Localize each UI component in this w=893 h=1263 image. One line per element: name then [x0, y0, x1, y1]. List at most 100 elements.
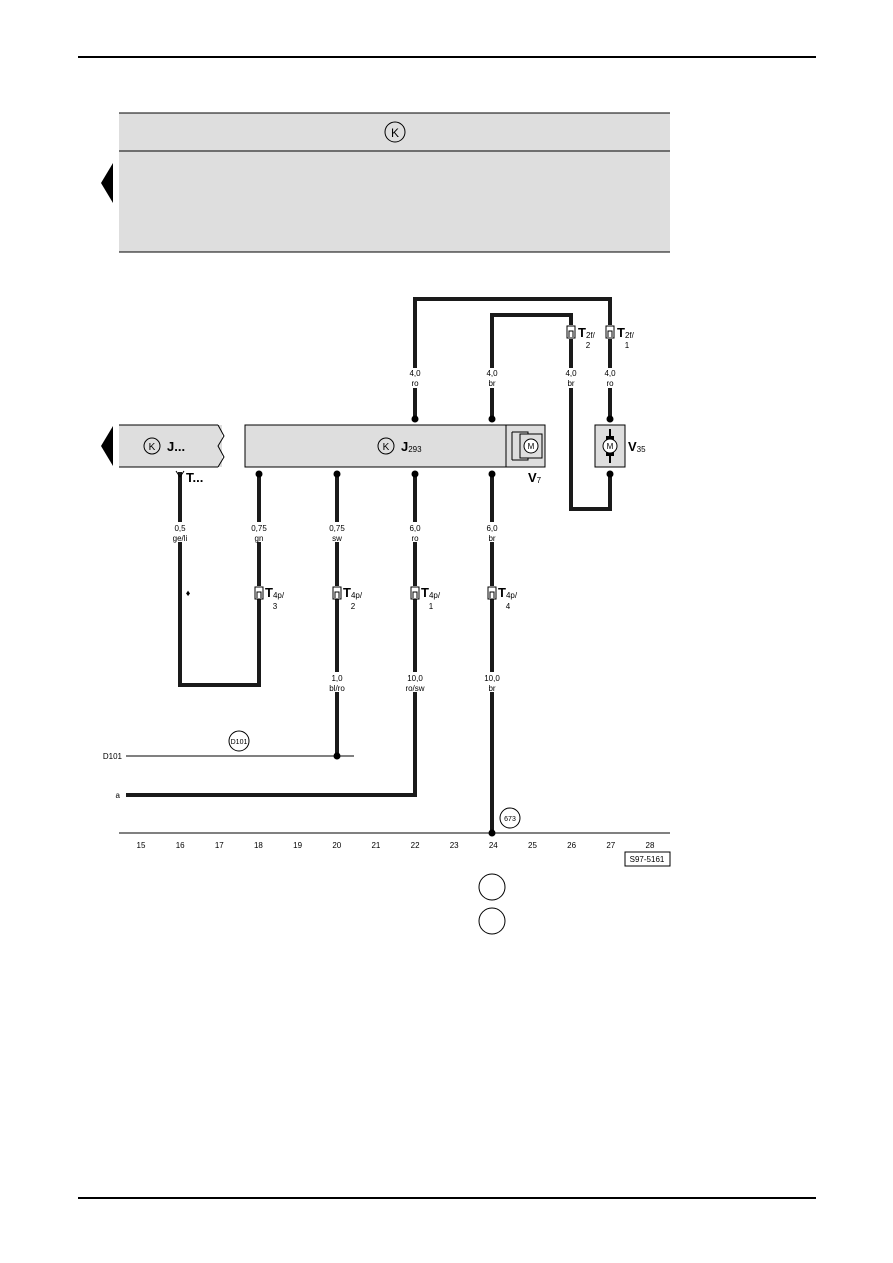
bus-d101-circle-label: D101 [231, 739, 248, 746]
svg-text:ge/li: ge/li [173, 534, 188, 543]
svg-text:4,0: 4,0 [565, 369, 577, 378]
axis-number: 20 [332, 841, 341, 850]
axis-number: 28 [646, 841, 655, 850]
figure-id-box [624, 851, 671, 867]
svg-text:1: 1 [429, 602, 434, 611]
svg-text:2: 2 [351, 602, 356, 611]
svg-text:0,75: 0,75 [251, 524, 267, 533]
svg-text:2: 2 [586, 341, 591, 350]
left-connector-label: T... [186, 470, 203, 485]
svg-text:br: br [567, 379, 574, 388]
axis-number: 23 [450, 841, 459, 850]
low-wire-labels: 1,0 bl/ro 10,0 ro/sw 10,0 br [325, 672, 506, 693]
axis-number: 22 [411, 841, 420, 850]
motor-v35-letter: M [607, 442, 614, 451]
svg-text:T4p/: T4p/ [343, 585, 363, 600]
wire-ge-li [178, 472, 261, 687]
terminal-k-icon [384, 121, 406, 143]
svg-text:0,75: 0,75 [329, 524, 345, 533]
figure-id: S97-5161 [630, 855, 665, 864]
arrow-left-icon [101, 426, 113, 466]
empty-circle [478, 907, 506, 935]
svg-text:ro: ro [411, 534, 419, 543]
terminal-k-icon [377, 437, 395, 455]
svg-text:3: 3 [273, 602, 278, 611]
wire-top-br [490, 313, 573, 418]
left-component-box: K J... [119, 424, 225, 468]
motor-v35-box: M [594, 424, 626, 468]
wire-ro-sw [126, 596, 417, 797]
bus-d101-circle [228, 730, 250, 752]
connector-t2f-1: T2f/ 1 [605, 325, 635, 350]
left-box-symbol: K [149, 442, 156, 453]
wire-v35-br [569, 339, 612, 511]
motor-v7-label: V7 [528, 470, 542, 485]
junction-dots [255, 415, 614, 837]
svg-text:4,0: 4,0 [604, 369, 616, 378]
empty-circle [478, 873, 506, 901]
ground-label: 673 [504, 816, 516, 823]
svg-text:6,0: 6,0 [486, 524, 498, 533]
svg-text:T4p/: T4p/ [421, 585, 441, 600]
line-a-label: a [116, 791, 121, 800]
svg-text:6,0: 6,0 [409, 524, 421, 533]
motor-v35-label: V35 [628, 439, 646, 454]
terminal-k-icon [143, 437, 161, 455]
mid-wire-labels: 0,5 ge/li 0,75 gn 0,75 sw 6,0 ro 6,0 br [168, 522, 504, 543]
header-symbol: K [391, 126, 399, 140]
svg-text:ro: ro [606, 379, 614, 388]
svg-text:T4p/: T4p/ [265, 585, 285, 600]
svg-text:10,0: 10,0 [484, 674, 500, 683]
main-box-symbol: K [383, 442, 390, 453]
motor-icon [523, 438, 539, 454]
top-wire-labels: 4,0 ro 4,0 br 4,0 br 4,0 ro [405, 368, 620, 388]
header-band: K [101, 112, 670, 253]
wire-top-ro [413, 297, 612, 418]
axis-number: 27 [606, 841, 615, 850]
svg-text:ro: ro [411, 379, 419, 388]
connector-t4p-3: T4p/ 3 [254, 585, 285, 611]
left-box-label: J... [167, 439, 185, 454]
axis-number: 26 [567, 841, 576, 850]
connector-t2f-2: T2f/ 2 [566, 325, 596, 350]
main-component-box: K J293 M [244, 424, 546, 468]
connector-t4p-1: T4p/ 1 [410, 585, 441, 611]
svg-text:4,0: 4,0 [486, 369, 498, 378]
svg-text:ro/sw: ro/sw [405, 684, 424, 693]
svg-text:1,0: 1,0 [331, 674, 343, 683]
axis-number: 19 [293, 841, 302, 850]
arrow-left-icon [101, 163, 113, 203]
svg-text:10,0: 10,0 [407, 674, 423, 683]
svg-text:br: br [488, 534, 495, 543]
axis-number: 15 [137, 841, 146, 850]
svg-text:T2f/: T2f/ [617, 325, 635, 340]
motor-v7-letter: M [528, 442, 535, 451]
svg-text:bl/ro: bl/ro [329, 684, 345, 693]
svg-text:sw: sw [332, 534, 342, 543]
svg-text:T2f/: T2f/ [578, 325, 596, 340]
connector-arrow-icon [175, 470, 185, 478]
diamond-marker: ♦ [186, 588, 191, 598]
axis-number: 18 [254, 841, 263, 850]
svg-text:0,5: 0,5 [174, 524, 186, 533]
svg-text:gn: gn [255, 534, 264, 543]
axis-number: 24 [489, 841, 498, 850]
ground-circle [499, 807, 521, 829]
main-box-label: J293 [401, 439, 422, 454]
axis-number: 17 [215, 841, 224, 850]
svg-text:br: br [488, 379, 495, 388]
motor-icon [602, 438, 618, 454]
axis-number: 25 [528, 841, 537, 850]
axis-number: 16 [176, 841, 185, 850]
svg-text:1: 1 [625, 341, 630, 350]
svg-text:4,0: 4,0 [409, 369, 421, 378]
bus-d101-label: D101 [103, 752, 123, 761]
connector-t4p-2: T4p/ 2 [332, 585, 363, 611]
axis-number: 21 [371, 841, 380, 850]
svg-text:4: 4 [506, 602, 511, 611]
connector-t4p-4: T4p/ 4 [487, 585, 518, 611]
svg-text:T4p/: T4p/ [498, 585, 518, 600]
axis-numbers: 15 16 17 18 19 20 21 22 23 24 25 26 27 28 [137, 841, 655, 850]
svg-text:br: br [488, 684, 495, 693]
